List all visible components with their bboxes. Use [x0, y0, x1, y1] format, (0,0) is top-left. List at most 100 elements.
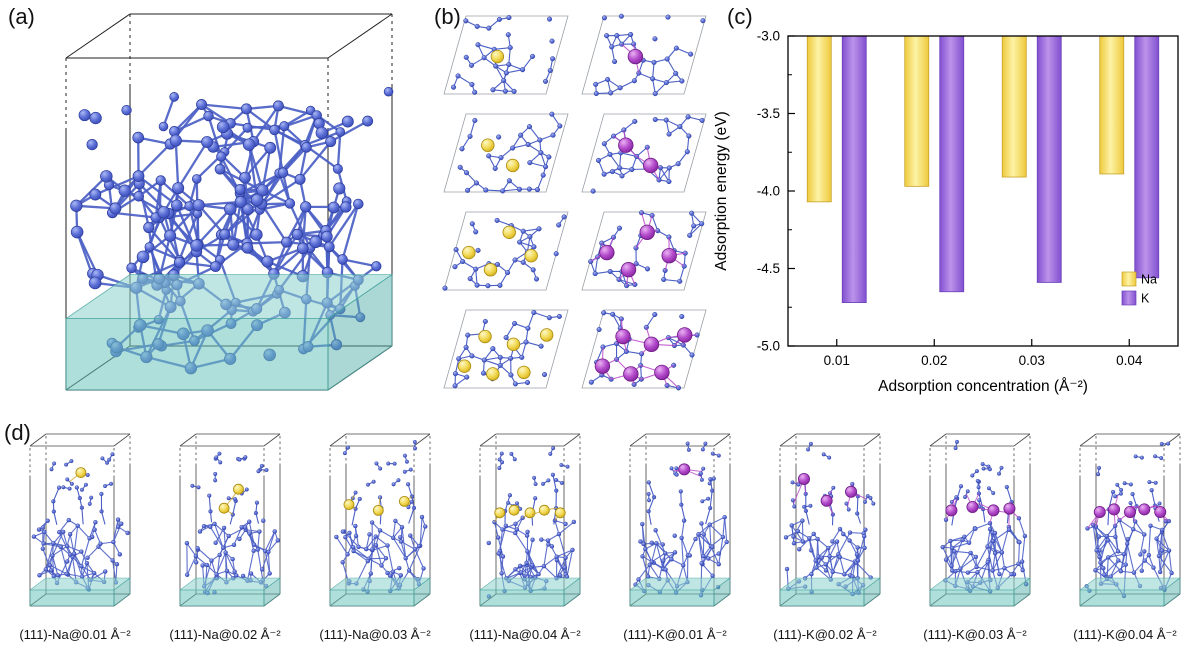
atom [666, 179, 672, 185]
atom [237, 457, 242, 462]
electrolyte-slab [327, 273, 393, 391]
atom [100, 456, 105, 461]
bond [209, 526, 224, 549]
atom [1151, 565, 1156, 570]
bond [514, 532, 528, 552]
bond [342, 258, 377, 268]
bond [353, 550, 369, 562]
bond [666, 80, 682, 84]
atom [496, 535, 501, 540]
atom [963, 495, 968, 500]
atom [67, 532, 73, 537]
na-atom [506, 337, 521, 352]
bond [949, 540, 953, 566]
atom [545, 538, 551, 543]
atom [403, 556, 408, 561]
bond [273, 129, 285, 173]
x-tick-label: 0.03 [1019, 353, 1045, 368]
atom [517, 239, 523, 245]
atom [531, 244, 537, 250]
atom [660, 542, 665, 547]
atom [450, 84, 457, 90]
atom [531, 309, 537, 316]
atom [486, 153, 492, 159]
atom [511, 88, 517, 94]
k-atom [643, 336, 660, 353]
atom [196, 485, 201, 490]
bond [856, 554, 859, 579]
atom [57, 529, 62, 535]
bond [651, 215, 659, 231]
legend-swatch-K [1121, 290, 1137, 306]
atom [157, 206, 170, 219]
box-edge [413, 433, 431, 447]
atom [997, 571, 1002, 577]
atom [546, 315, 552, 321]
atom [89, 111, 102, 125]
atom [855, 545, 860, 550]
bond [681, 537, 684, 566]
electrolyte-slab [563, 577, 581, 607]
bond [648, 482, 655, 498]
bond [1107, 540, 1119, 561]
bond [372, 544, 388, 551]
bond [701, 546, 713, 564]
atom [419, 514, 425, 520]
panel-d-cell: (111)-K@0.02 Å⁻² [750, 428, 900, 653]
atom [1131, 527, 1136, 532]
electrolyte-slab [413, 577, 431, 607]
na-atom [505, 158, 520, 173]
atom [242, 525, 248, 530]
k-atom [945, 504, 958, 517]
bond [975, 522, 991, 530]
atom [1166, 548, 1172, 553]
atom [52, 461, 57, 466]
bond [977, 561, 989, 573]
atom [571, 519, 577, 525]
atom [706, 556, 711, 561]
atom [1142, 558, 1147, 563]
atom [105, 460, 110, 465]
atom [69, 459, 74, 464]
atom [701, 553, 706, 559]
atom [643, 546, 648, 552]
bond [76, 231, 99, 276]
atom [610, 234, 617, 240]
panel-d-caption: (111)-K@0.01 Å⁻² [623, 627, 727, 642]
bond [1021, 536, 1026, 562]
bond [336, 131, 342, 169]
atom [512, 381, 518, 387]
atom [700, 447, 705, 452]
atom [540, 172, 546, 178]
atom [846, 507, 851, 512]
electrolyte-slab [329, 577, 431, 591]
atom [854, 552, 860, 557]
atom [1139, 455, 1144, 460]
atom [720, 534, 726, 540]
atom [230, 556, 235, 562]
atom [691, 223, 697, 229]
panel-d-cell: (111)-K@0.01 Å⁻² [600, 428, 750, 653]
atom [519, 354, 525, 360]
bond [137, 143, 172, 177]
atom [813, 558, 818, 563]
atom [512, 320, 518, 327]
atom [353, 198, 364, 210]
atom [548, 451, 553, 456]
bond [401, 527, 407, 559]
bond [147, 226, 181, 264]
atom [802, 504, 807, 509]
atom [977, 498, 982, 503]
atom [991, 491, 996, 496]
atom [240, 573, 246, 579]
atom [539, 537, 544, 542]
bond [686, 135, 690, 152]
atom [481, 55, 487, 61]
electrolyte-slab [329, 589, 415, 607]
bond [278, 172, 291, 204]
atom [89, 495, 94, 500]
bond [101, 511, 106, 525]
bond [837, 532, 851, 555]
bond [1095, 569, 1108, 580]
bond [223, 527, 227, 553]
